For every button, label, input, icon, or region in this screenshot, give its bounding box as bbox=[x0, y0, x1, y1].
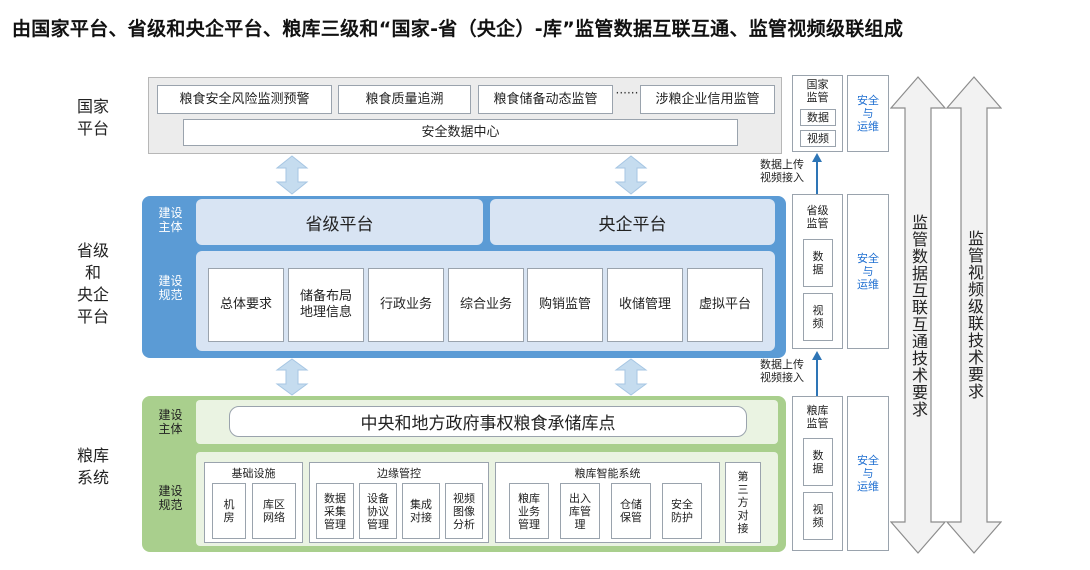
module-purchase-sale-supervision: 购销监管 bbox=[527, 268, 603, 342]
item-device-protocol: 设备 协议 管理 bbox=[359, 483, 397, 539]
module-comprehensive: 综合业务 bbox=[448, 268, 524, 342]
connector-provincial-depot-right bbox=[614, 358, 648, 396]
upload-arrow-national bbox=[812, 153, 822, 194]
depot-security-ops: 安全 与 运维 bbox=[847, 396, 889, 551]
depot-video-box: 视 频 bbox=[803, 492, 833, 540]
module-reserve-layout-gis: 储备布局 地理信息 bbox=[288, 268, 364, 342]
central-enterprise-platform-title: 央企平台 bbox=[490, 199, 775, 245]
item-inout-management: 出入 库管 理 bbox=[560, 483, 600, 539]
group-edge-control-title: 边缘管控 bbox=[377, 467, 421, 480]
national-supervision-label: 国家 监管 bbox=[806, 78, 829, 104]
group-infrastructure-title: 基础设施 bbox=[231, 467, 276, 480]
upload-label-national: 数据上传 视频接入 bbox=[760, 158, 804, 184]
provincial-supervision-label: 省级 监管 bbox=[806, 204, 829, 230]
module-storage-management: 收储管理 bbox=[607, 268, 683, 342]
connector-provincial-depot-left bbox=[275, 358, 309, 396]
item-video-analysis: 视频 图像 分析 bbox=[445, 483, 483, 539]
item-data-collection: 数据 采集 管理 bbox=[316, 483, 354, 539]
item-integration: 集成 对接 bbox=[402, 483, 440, 539]
upload-label-provincial: 数据上传 视频接入 bbox=[760, 358, 804, 384]
upload-arrow-provincial bbox=[812, 351, 822, 396]
depot-supervision-label: 粮库 监管 bbox=[806, 404, 829, 430]
national-data-box: 数据 bbox=[800, 109, 836, 126]
depot-build-spec-label: 建设 规范 bbox=[158, 484, 183, 512]
module-administrative: 行政业务 bbox=[368, 268, 444, 342]
module-general-requirements: 总体要求 bbox=[208, 268, 284, 342]
item-security-protection: 安全 防护 bbox=[662, 483, 702, 539]
provincial-build-spec-label: 建设 规范 bbox=[158, 274, 183, 302]
national-video-box: 视频 bbox=[800, 130, 836, 147]
national-security-ops: 安全 与 运维 bbox=[847, 75, 889, 152]
national-item-credit: 涉粮企业信用监管 bbox=[640, 85, 775, 114]
connector-national-provincial-right bbox=[614, 155, 648, 195]
provincial-video-box: 视 频 bbox=[803, 293, 833, 341]
module-virtual-platform: 虚拟平台 bbox=[687, 268, 763, 342]
connector-national-provincial-left bbox=[275, 155, 309, 195]
depot-main-title: 中央和地方政府事权粮食承储库点 bbox=[229, 406, 747, 437]
page-title: 由国家平台、省级和央企平台、粮库三级和“国家-省（央企）-库”监管数据互联互通、… bbox=[12, 18, 904, 40]
item-storage-keeping: 仓储 保管 bbox=[611, 483, 651, 539]
provincial-data-box: 数 据 bbox=[803, 239, 833, 287]
national-item-quality: 粮食质量追溯 bbox=[338, 85, 471, 114]
row-label-national: 国家 平台 bbox=[76, 97, 109, 138]
data-interconnect-label: 监管数据互联互通技术要求 bbox=[909, 214, 928, 418]
depot-data-box: 数 据 bbox=[803, 438, 833, 486]
depot-build-subject-label: 建设 主体 bbox=[158, 408, 183, 436]
item-depot-business: 粮库 业务 管理 bbox=[509, 483, 549, 539]
row-label-provincial: 省级 和 央企 平台 bbox=[76, 241, 109, 326]
group-smart-system-title: 粮库智能系统 bbox=[574, 467, 641, 480]
row-label-depot: 粮库 系统 bbox=[76, 446, 109, 487]
national-item-risk: 粮食安全风险监测预警 bbox=[157, 85, 332, 114]
provincial-build-subject-label: 建设 主体 bbox=[158, 206, 183, 234]
security-data-center: 安全数据中心 bbox=[183, 119, 738, 146]
video-cascade-arrow bbox=[946, 76, 1002, 554]
item-machine-room: 机 房 bbox=[212, 483, 246, 539]
video-cascade-label: 监管视频级联技术要求 bbox=[965, 230, 984, 400]
provincial-platform-title: 省级平台 bbox=[196, 199, 483, 245]
data-interconnect-arrow bbox=[890, 76, 946, 554]
provincial-security-ops: 安全 与 运维 bbox=[847, 194, 889, 349]
national-item-reserve: 粮食储备动态监管 bbox=[478, 85, 613, 114]
item-depot-network: 库区 网络 bbox=[252, 483, 296, 539]
national-ellipsis: ······ bbox=[615, 86, 639, 100]
item-third-party: 第 三 方 对 接 bbox=[725, 462, 761, 543]
